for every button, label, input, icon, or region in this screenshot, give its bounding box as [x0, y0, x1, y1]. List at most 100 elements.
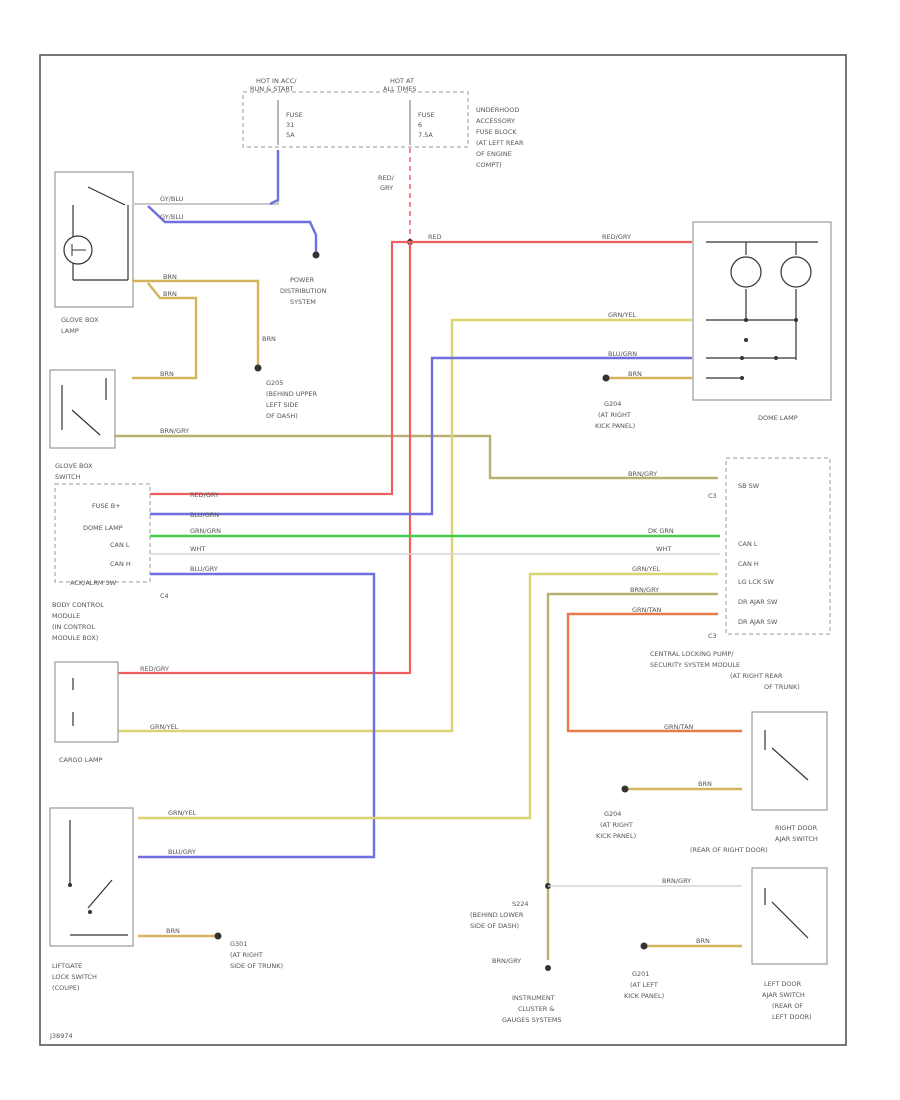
dome-wire-4: BRN [628, 370, 642, 378]
power-dist-1: POWER [290, 276, 315, 284]
g204-top-label-1: G204 [604, 400, 621, 408]
bcm-pin-2: DOME LAMP [83, 524, 123, 532]
sec-wire-2: DK GRN [648, 527, 674, 535]
fuse-block-label-3: FUSE BLOCK [476, 128, 517, 136]
fuse6-label-2: 6 [418, 121, 422, 129]
glove-box-lamp-label-2: LAMP [61, 327, 79, 335]
g205-label-1: G205 [266, 379, 283, 387]
bcm-wire-3: GRN/GRN [190, 527, 221, 535]
left-door-label-4: LEFT DOOR) [772, 1013, 812, 1021]
right-door-wire-1: GRN/TAN [664, 723, 694, 731]
right-door-wire-2: BRN [698, 780, 712, 788]
fuse-block-label-5: OF ENGINE [476, 150, 512, 158]
left-door-switch: LEFT DOOR AJAR SWITCH (REAR OF LEFT DOOR… [751, 867, 828, 1021]
right-door-label-1: RIGHT DOOR [775, 824, 818, 832]
glove-box-switch: GLOVE BOX SWITCH [49, 369, 116, 481]
bcm-label-2: MODULE [52, 612, 80, 620]
gb-wire-bot-2: BRN [163, 290, 177, 298]
left-door-label-2: AJAR SWITCH [762, 991, 805, 999]
right-door-label-3: (REAR OF RIGHT DOOR) [690, 846, 768, 854]
fuse31-label-2: 31 [286, 121, 294, 129]
right-door-switch: RIGHT DOOR AJAR SWITCH (REAR OF RIGHT DO… [690, 711, 828, 854]
gb-switch-wire-2: BRN/GRY [160, 427, 189, 435]
bcm-label-3: (IN CONTROL [52, 623, 96, 631]
cargo-wire-2: GRN/YEL [150, 723, 179, 731]
g205-label-3: LEFT SIDE [266, 401, 299, 409]
gb-switch-wire-1: BRN [160, 370, 174, 378]
sec-connector-bot: C3 [708, 632, 717, 640]
liftgate-wire-1: GRN/YEL [168, 809, 197, 817]
glove-box-lamp: GLOVE BOX LAMP [54, 171, 134, 335]
g204-r-label-1: G204 [604, 810, 621, 818]
dome-wire-2: GRN/YEL [608, 311, 637, 319]
liftgate-wire-2: BLU/GRY [168, 848, 196, 856]
glove-box-lamp-label-1: GLOVE BOX [61, 316, 99, 324]
power-dist-3: SYSTEM [290, 298, 316, 306]
top-red-label: RED [428, 233, 442, 241]
sec-wire-4: GRN/YEL [632, 565, 661, 573]
dome-wire-3: BLU/GRN [608, 350, 637, 358]
g204-top-label-2: (AT RIGHT [598, 411, 631, 419]
bcm-pin-3: CAN L [110, 541, 130, 549]
sec-pin-4: LG LCK SW [738, 578, 774, 586]
s224-label-3: SIDE OF DASH) [470, 922, 519, 930]
gb-wire-top-1: GY/BLU [160, 195, 184, 203]
instrument-label-1: INSTRUMENT [512, 994, 555, 1002]
fuse31-label-1: FUSE [286, 111, 303, 119]
diagram-frame [39, 54, 847, 1046]
left-door-label-3: (REAR OF [772, 1002, 803, 1010]
fuse-block-label-6: COMPT) [476, 161, 502, 169]
sec-pin-5: DR AJAR SW [738, 598, 778, 606]
dome-lamp: DOME LAMP [692, 221, 832, 422]
fuse6-label-1: FUSE [418, 111, 435, 119]
power-dist-2: DISTRIBUTION [280, 287, 327, 295]
fuse-block-label-4: (AT LEFT REAR [476, 139, 524, 147]
sec-label-2: SECURITY SYSTEM MODULE [650, 661, 740, 669]
body-control-module: FUSE B+ DOME LAMP CAN L CAN H ACK/ALRM S… [52, 483, 169, 642]
left-door-wire-1: BRN/GRY [662, 877, 691, 885]
sec-wire-3: WHT [656, 545, 671, 553]
gb-wire-bot-1: BRN [163, 273, 177, 281]
gb-switch-label-1: GLOVE BOX [55, 462, 93, 470]
bcm-pin-1: FUSE B+ [92, 502, 121, 510]
g205-label-4: OF DASH) [266, 412, 298, 420]
dome-lamp-label: DOME LAMP [758, 414, 798, 422]
liftgate-switch: LIFTGATE LOCK SWITCH (COUPE) [49, 807, 134, 992]
liftgate-label-3: (COUPE) [52, 984, 80, 992]
left-door-label-1: LEFT DOOR [764, 980, 802, 988]
g205-label-2: (BEHIND UPPER [266, 390, 318, 398]
sec-pin-6: DR AJAR SW [738, 618, 778, 626]
sec-label-3: (AT RIGHT REAR [730, 672, 783, 680]
g204-r-label-2: (AT RIGHT [600, 821, 633, 829]
s224-label-1: S224 [512, 900, 529, 908]
cargo-lamp: CARGO LAMP [54, 661, 119, 764]
g201-label-3: KICK PANEL) [624, 992, 664, 1000]
instrument-wire: BRN/GRY [492, 957, 521, 965]
bcm-label-1: BODY CONTROL [52, 601, 104, 609]
bcm-wire-4: WHT [190, 545, 205, 553]
sec-pin-3: CAN H [738, 560, 759, 568]
g301-label-3: SIDE OF TRUNK) [230, 962, 283, 970]
g204-top-label-3: KICK PANEL) [595, 422, 635, 430]
g201-label-1: G201 [632, 970, 649, 978]
left-door-wire-2: BRN [696, 937, 710, 945]
cargo-wire-1: RED/GRY [140, 665, 169, 673]
red-grey-label-2: GRY [380, 184, 393, 192]
right-door-label-2: AJAR SWITCH [775, 835, 818, 843]
hot-acc-label-2: RUN & START [250, 85, 293, 93]
g204-r-label-3: KICK PANEL) [596, 832, 636, 840]
bcm-pin-4: CAN H [110, 560, 131, 568]
sec-connector-top: C3 [708, 492, 717, 500]
fuse6-label-3: 7.5A [418, 131, 433, 139]
sec-wire-1: BRN/GRY [628, 470, 657, 478]
sec-wire-6: GRN/TAN [632, 606, 662, 614]
sec-pin-2: CAN L [738, 540, 758, 548]
instrument-label-3: GAUGES SYSTEMS [502, 1016, 562, 1024]
g301-label-1: G301 [230, 940, 247, 948]
bcm-wire-2: BLU/GRN [190, 511, 219, 519]
hot-at-label-2: ALL TIMES [383, 85, 416, 93]
gb-wire-top-2: GY/BLU [160, 213, 184, 221]
instrument-label-2: CLUSTER & [518, 1005, 554, 1013]
fuse-block-label-1: UNDERHOOD [476, 106, 519, 114]
